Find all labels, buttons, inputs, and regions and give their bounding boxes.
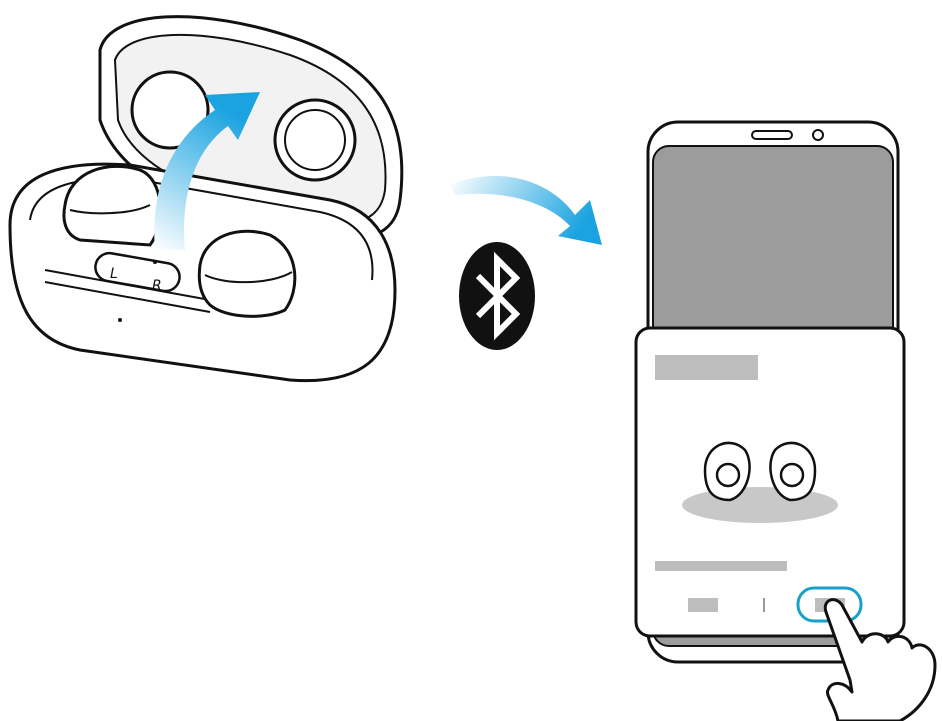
popup-text-placeholder	[655, 561, 787, 571]
popup-title-placeholder	[655, 355, 758, 380]
cancel-button-placeholder	[688, 598, 718, 612]
right-label: R	[152, 278, 162, 294]
bluetooth-icon	[459, 242, 535, 350]
curved-arrow-icon	[154, 92, 260, 250]
tapping-hand-icon	[823, 598, 937, 721]
right-earbud	[197, 229, 297, 318]
pairing-popup	[634, 326, 906, 638]
earbuds-image	[703, 441, 817, 502]
curved-arrow-icon	[450, 176, 602, 245]
left-label: L	[110, 266, 118, 282]
earbuds-case: L R	[8, 15, 404, 383]
left-earbud	[62, 164, 162, 247]
